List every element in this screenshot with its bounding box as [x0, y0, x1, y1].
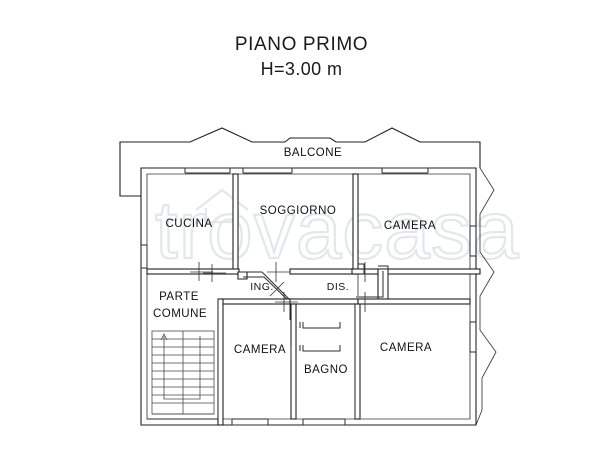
doors-group [190, 262, 366, 360]
room-labels: BALCONE CUCINA SOGGIORNO CAMERA PARTE CO… [153, 147, 436, 376]
room-label-ingresso: ING. [250, 281, 274, 293]
window-bottom-1 [231, 418, 269, 426]
page-title: PIANO PRIMO [234, 34, 369, 55]
room-label-camera-sw: CAMERA [234, 344, 286, 356]
room-label-comune: COMUNE [153, 308, 207, 320]
room-label-cucina: CUCINA [165, 218, 212, 230]
window-right-camera-se [469, 321, 477, 353]
right-property-edge [475, 167, 497, 426]
room-label-bagno: BAGNO [304, 364, 348, 376]
window-top-2 [242, 167, 293, 174]
room-label-balcone: BALCONE [284, 147, 342, 159]
door-camera-ne [358, 263, 365, 274]
window-top-3 [381, 167, 429, 174]
window-top-1 [184, 167, 231, 174]
window-bottom-2 [302, 418, 346, 426]
window-right-camera-ne [469, 225, 477, 257]
room-label-parte: PARTE [159, 291, 199, 303]
watermark-group: trovacasa [154, 184, 520, 277]
balcone-outline [119, 127, 481, 197]
door-ing-2 [275, 292, 298, 312]
ceiling-height-note: H=3.00 m [260, 59, 343, 79]
title-block: PIANO PRIMO H=3.00 m [0, 32, 603, 82]
door-cucina [190, 262, 213, 281]
room-label-camera-se: CAMERA [380, 342, 432, 354]
staircase [151, 330, 215, 415]
room-label-camera-ne: CAMERA [384, 220, 436, 232]
watermark-text: trovacasa [155, 185, 520, 276]
window-left-cucina [140, 244, 148, 269]
room-label-disimpegno: DIS. [327, 281, 349, 293]
room-label-soggiorno: SOGGIORNO [260, 205, 337, 217]
door-parte-comune [203, 264, 226, 282]
interior-walls [146, 173, 481, 426]
door-ing-1 [267, 262, 290, 282]
door-soggiorno-swing [261, 271, 285, 297]
windows-group [140, 167, 477, 426]
